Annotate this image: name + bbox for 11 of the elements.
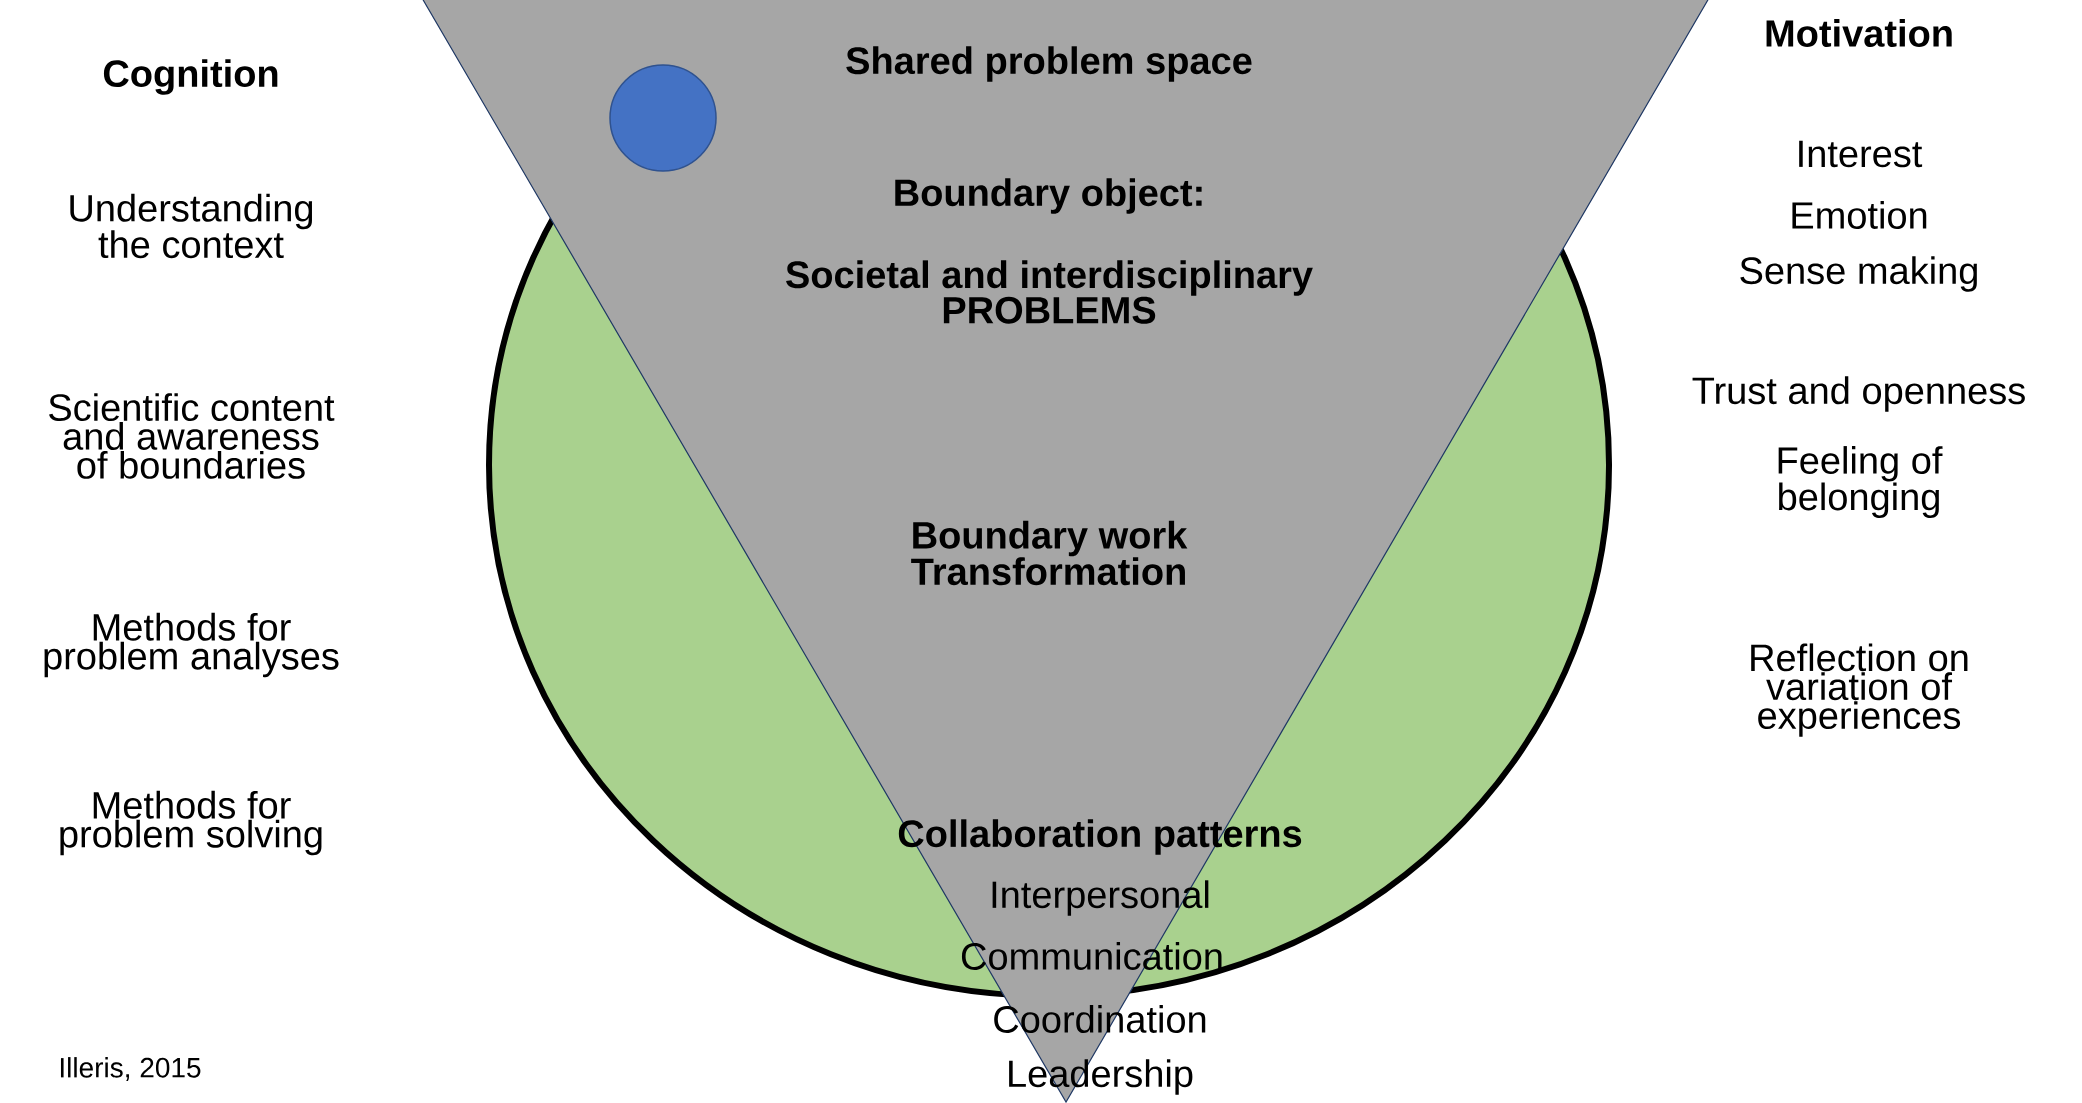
list-item: Feeling of belonging [1778,446,1943,518]
list-item: Understanding the context [70,193,313,259]
list-item: Scientific content and awareness of boundaries [49,393,335,479]
heading: Motivation [1766,19,1952,47]
list-item: Emotion [1792,201,1927,229]
list-item: Reflection on variation of experiences [1751,643,1968,737]
list-item: Methods for problem analyses [44,612,339,678]
list-item: Interest [1799,140,1923,168]
list-item: Methods for problem solving [60,790,322,856]
heading: Cognition [103,59,278,95]
citation: Illeris, 2015 [60,1057,201,1081]
